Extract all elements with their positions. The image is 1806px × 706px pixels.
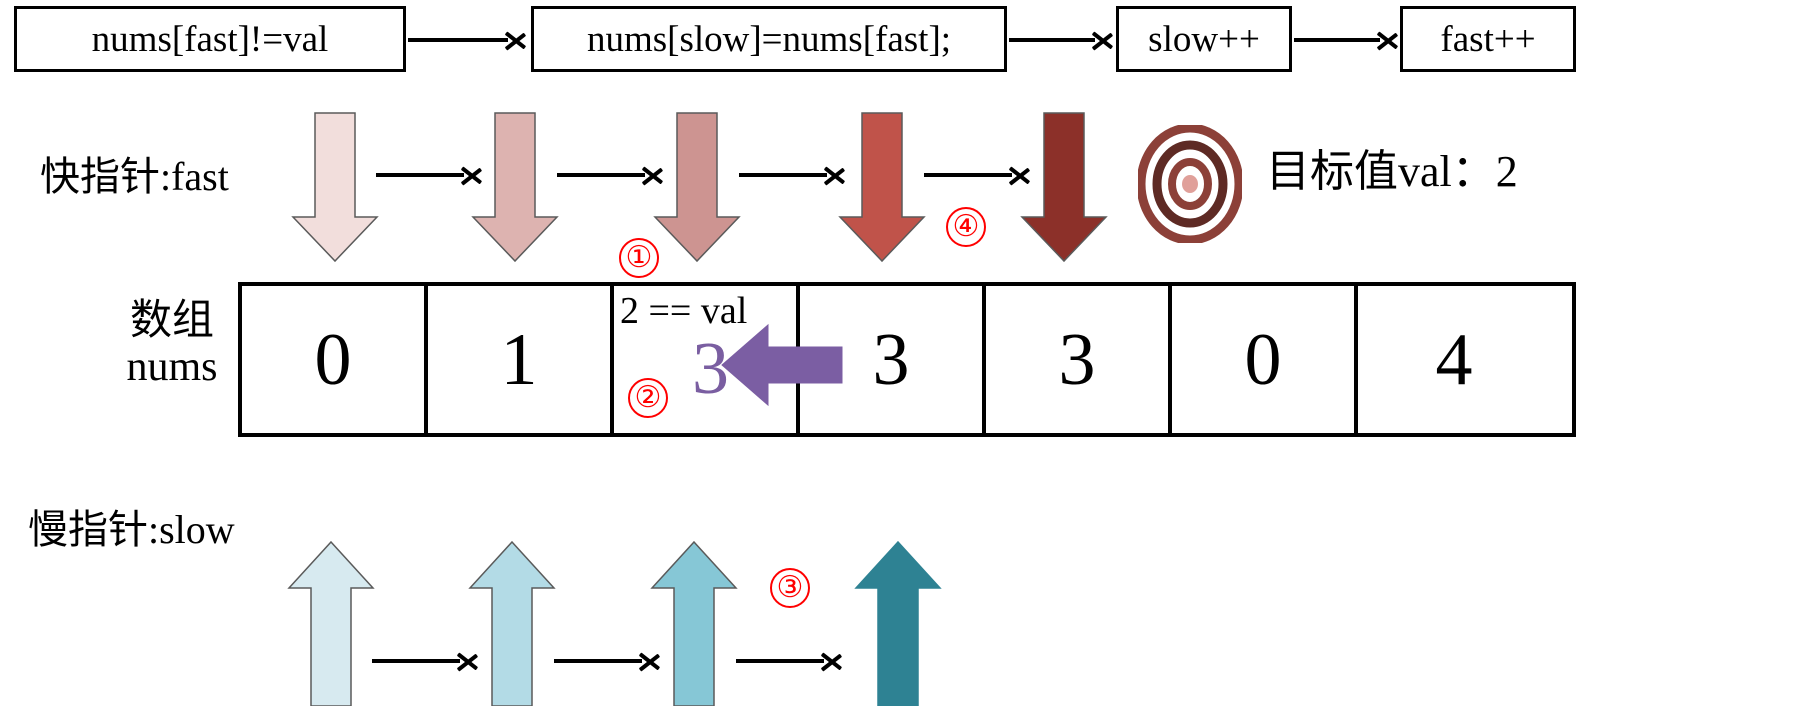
arrow-shaft bbox=[557, 173, 645, 177]
copy-value-arrow bbox=[721, 323, 843, 407]
array-cell-5[interactable]: 0 bbox=[1172, 286, 1358, 433]
flow-box-assign-label: nums[slow]=nums[fast]; bbox=[586, 18, 952, 60]
arrow-shaft bbox=[739, 173, 827, 177]
array-cell-value: 3 bbox=[1058, 318, 1096, 401]
fast-pointer-arrow-4 bbox=[838, 112, 926, 263]
fast-pointer-arrow-1 bbox=[291, 112, 379, 263]
array-cell-value: 3 bbox=[872, 318, 910, 401]
flow-box-slow-increment-label: slow++ bbox=[1148, 18, 1260, 60]
array-cell-0[interactable]: 0 bbox=[242, 286, 428, 433]
step-marker-1: ① bbox=[619, 238, 659, 278]
array-cell-value: 0 bbox=[314, 318, 352, 401]
flow-box-condition[interactable]: nums[fast]!=val bbox=[14, 6, 406, 72]
fast-pointer-arrow-3 bbox=[653, 112, 741, 263]
flow-box-fast-increment-label: fast++ bbox=[1440, 18, 1536, 60]
array-cell-1[interactable]: 1 bbox=[428, 286, 614, 433]
flow-box-condition-label: nums[fast]!=val bbox=[91, 18, 329, 60]
step-marker-3: ③ bbox=[770, 568, 810, 608]
comparison-note: 2 == val bbox=[620, 290, 748, 332]
arrow-shaft bbox=[924, 173, 1012, 177]
arrow-head-icon bbox=[506, 29, 528, 51]
arrow-head-icon bbox=[822, 650, 844, 672]
arrow-head-icon bbox=[1378, 29, 1400, 51]
flow-box-fast-increment[interactable]: fast++ bbox=[1400, 6, 1576, 72]
fast-pointer-label: 快指针:fast bbox=[40, 154, 229, 199]
array-cell-6[interactable]: 4 bbox=[1358, 286, 1550, 433]
bullseye-icon bbox=[1136, 123, 1244, 248]
target-value-label: 目标值val：2 bbox=[1266, 147, 1518, 196]
arrow-shaft bbox=[736, 659, 824, 663]
array-label-line1: 数组 bbox=[129, 298, 214, 344]
arrow-shaft bbox=[1294, 38, 1380, 42]
step-marker-2: ② bbox=[628, 378, 668, 418]
array-cell-value: 0 bbox=[1244, 318, 1282, 401]
flow-box-assign[interactable]: nums[slow]=nums[fast]; bbox=[531, 6, 1007, 72]
flow-box-slow-increment[interactable]: slow++ bbox=[1116, 6, 1292, 72]
array-cell-value: 1 bbox=[500, 318, 538, 401]
arrow-shaft bbox=[372, 659, 460, 663]
array-cell-4[interactable]: 3 bbox=[986, 286, 1172, 433]
fast-pointer-arrow-2 bbox=[471, 112, 559, 263]
slow-pointer-arrow-2 bbox=[468, 540, 556, 706]
array-label-line2: nums bbox=[126, 344, 218, 391]
slow-pointer-arrow-1 bbox=[287, 540, 375, 706]
arrow-shaft bbox=[554, 659, 642, 663]
slow-pointer-arrow-4 bbox=[854, 540, 942, 706]
fast-pointer-arrow-5 bbox=[1020, 112, 1108, 263]
step-marker-4: ④ bbox=[946, 207, 986, 247]
slow-pointer-arrow-3 bbox=[650, 540, 738, 706]
array-container: 0 1 2 == val 3 ② 3 3 0 4 bbox=[238, 282, 1576, 437]
arrow-shaft bbox=[376, 173, 464, 177]
array-cell-3[interactable]: 3 bbox=[800, 286, 986, 433]
array-cell-value: 4 bbox=[1435, 318, 1473, 401]
arrow-head-icon bbox=[1093, 29, 1115, 51]
array-label: 数组 nums bbox=[112, 298, 232, 390]
array-cell-value-overwritten: 3 bbox=[692, 328, 729, 410]
arrow-shaft bbox=[408, 38, 508, 42]
slow-pointer-label: 慢指针:slow bbox=[28, 507, 235, 552]
arrow-shaft bbox=[1009, 38, 1095, 42]
